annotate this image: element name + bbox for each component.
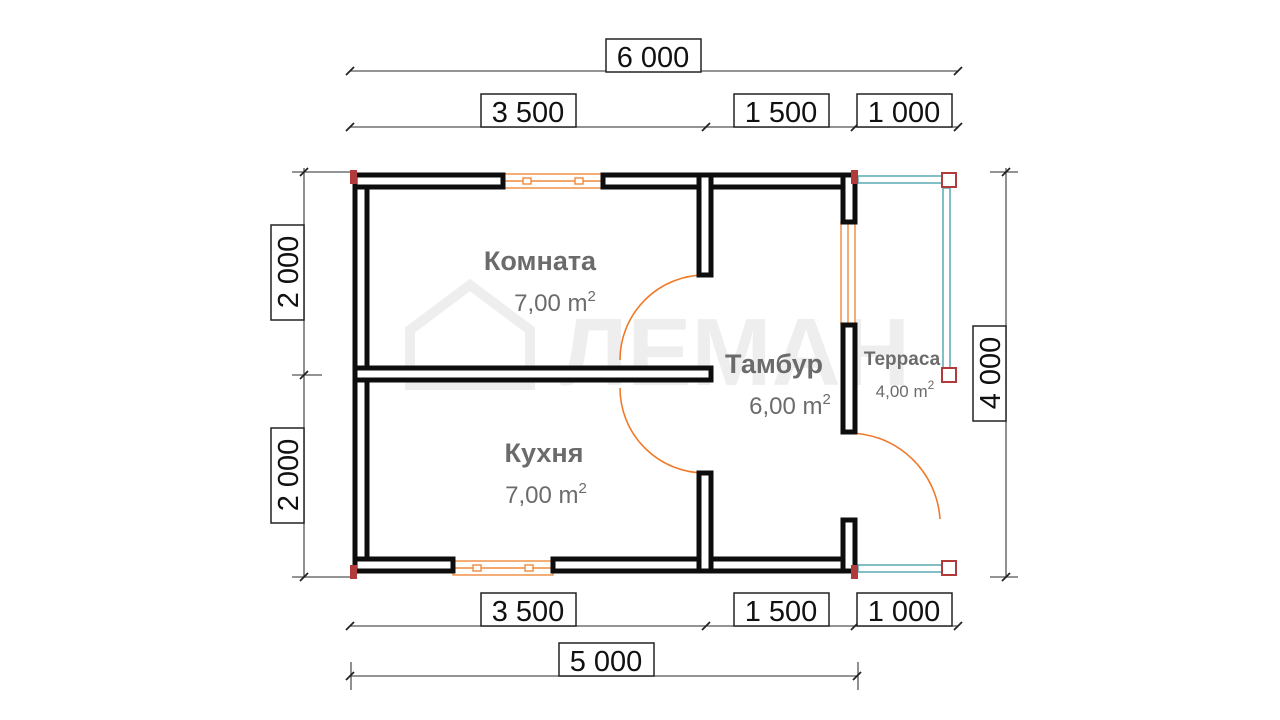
window-top	[502, 173, 604, 189]
door-swings	[619, 274, 941, 520]
dim-left-lower: 2 000	[273, 439, 305, 512]
room-labels: Комната 7,00 m2 Кухня 7,00 m2 Тамбур 6,0…	[484, 246, 941, 509]
dim-top-right: 1 000	[868, 97, 941, 129]
room-area-kitchen: 7,00 m2	[505, 480, 587, 509]
window-bottom	[452, 560, 554, 576]
dim-bottom-middle: 1 500	[745, 596, 818, 628]
wall-corners	[350, 170, 858, 579]
door-swing-kitchen	[619, 387, 706, 474]
door-swing-entrance	[847, 432, 941, 520]
room-label-vestibule: Тамбур	[725, 349, 823, 379]
dim-right-total: 4 000	[975, 337, 1007, 410]
room-area-vestibule: 6,00 m2	[749, 391, 831, 420]
dimension-labels: 6 000 3 500 1 500 1 000 3 500 1 500 1 00…	[273, 42, 1007, 678]
watermark: ЛЕМАН	[405, 278, 910, 406]
dim-bottom-total: 5 000	[570, 646, 643, 678]
dim-top-left: 3 500	[492, 97, 565, 129]
dim-top-total: 6 000	[617, 42, 690, 74]
room-area-komnata: 7,00 m2	[514, 288, 596, 317]
room-area-terrace: 4,00 m2	[876, 378, 935, 401]
terrace-posts	[941, 172, 957, 576]
door-swing-room	[619, 274, 706, 361]
room-label-terrace: Терраса	[864, 349, 941, 370]
dim-bottom-right: 1 000	[868, 596, 941, 628]
room-label-komnata: Комната	[484, 246, 597, 276]
room-label-kitchen: Кухня	[505, 438, 584, 468]
dimension-boxes	[270, 38, 1007, 677]
dim-bottom-left: 3 500	[492, 596, 565, 628]
dim-top-middle: 1 500	[745, 97, 818, 129]
windows	[452, 173, 856, 576]
window-right	[840, 221, 856, 325]
dim-left-upper: 2 000	[273, 236, 305, 309]
